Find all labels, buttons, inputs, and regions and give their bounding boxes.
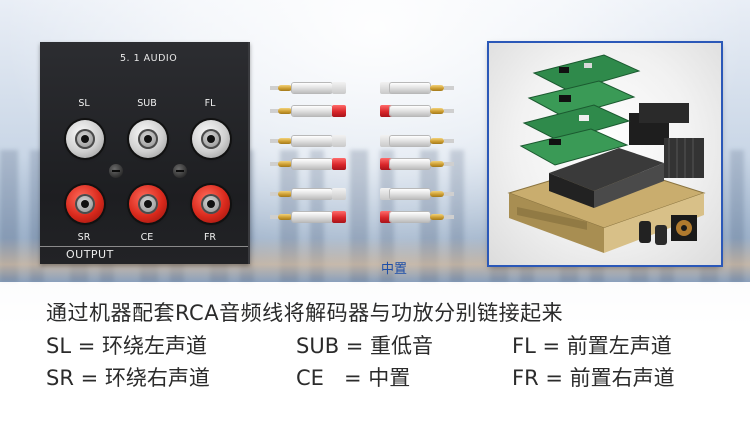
rca-jack-ce [129, 185, 167, 223]
rca-jack-fr [192, 185, 230, 223]
rca-plug-right-4-red [380, 158, 466, 170]
rca-plug-right-2-red [380, 105, 466, 117]
rca-plug-left-4-red [270, 158, 356, 170]
legend-sr: SR = 环绕右声道 [46, 366, 210, 390]
rca-plug-right-5-white [380, 188, 466, 200]
headline-instruction: 通过机器配套RCA音频线将解码器与功放分别链接起来 [46, 301, 564, 325]
jack-label-ce: CE [140, 232, 154, 243]
jack-label-sr: SR [77, 232, 91, 243]
rca-jack-sl [66, 120, 104, 158]
rca-plug-left-1-white [270, 82, 356, 94]
legend-sub: SUB = 重低音 [296, 334, 434, 358]
rca-plug-left-6-red [270, 211, 356, 223]
jack-label-sub: SUB [137, 98, 157, 109]
rca-plug-right-3-white [380, 135, 466, 147]
output-label: OUTPUT [66, 248, 114, 261]
center-channel-caption: 中置 [381, 262, 408, 277]
jack-label-sl: SL [78, 98, 90, 109]
legend-fl: FL = 前置左声道 [512, 334, 672, 358]
amplifier-illustration [507, 54, 706, 253]
rca-plug-left-3-white [270, 135, 356, 147]
rca-plug-right-1-white [380, 82, 466, 94]
audio-output-panel-photo: 5. 1 AUDIO SL SUB FL SR CE FR OUTPUT [40, 42, 250, 264]
background-white-fade [0, 282, 750, 431]
rca-plug-left-2-red [270, 105, 356, 117]
rca-jack-fl [192, 120, 230, 158]
legend-ce: CE = 中置 [296, 366, 411, 390]
rca-plug-left-5-white [270, 188, 356, 200]
rca-jack-sub [129, 120, 167, 158]
output-divider [40, 246, 248, 247]
panel-title: 5. 1 AUDIO [120, 53, 178, 64]
rca-jack-sr [66, 185, 104, 223]
panel-screw-left [109, 164, 123, 178]
jack-label-fr: FR [203, 232, 217, 243]
amplifier-exploded-photo [489, 43, 721, 265]
rca-plug-right-6-red [380, 211, 466, 223]
legend-fr: FR = 前置右声道 [512, 366, 675, 390]
panel-screw-right [173, 164, 187, 178]
legend-sl: SL = 环绕左声道 [46, 334, 207, 358]
jack-label-fl: FL [204, 98, 216, 109]
